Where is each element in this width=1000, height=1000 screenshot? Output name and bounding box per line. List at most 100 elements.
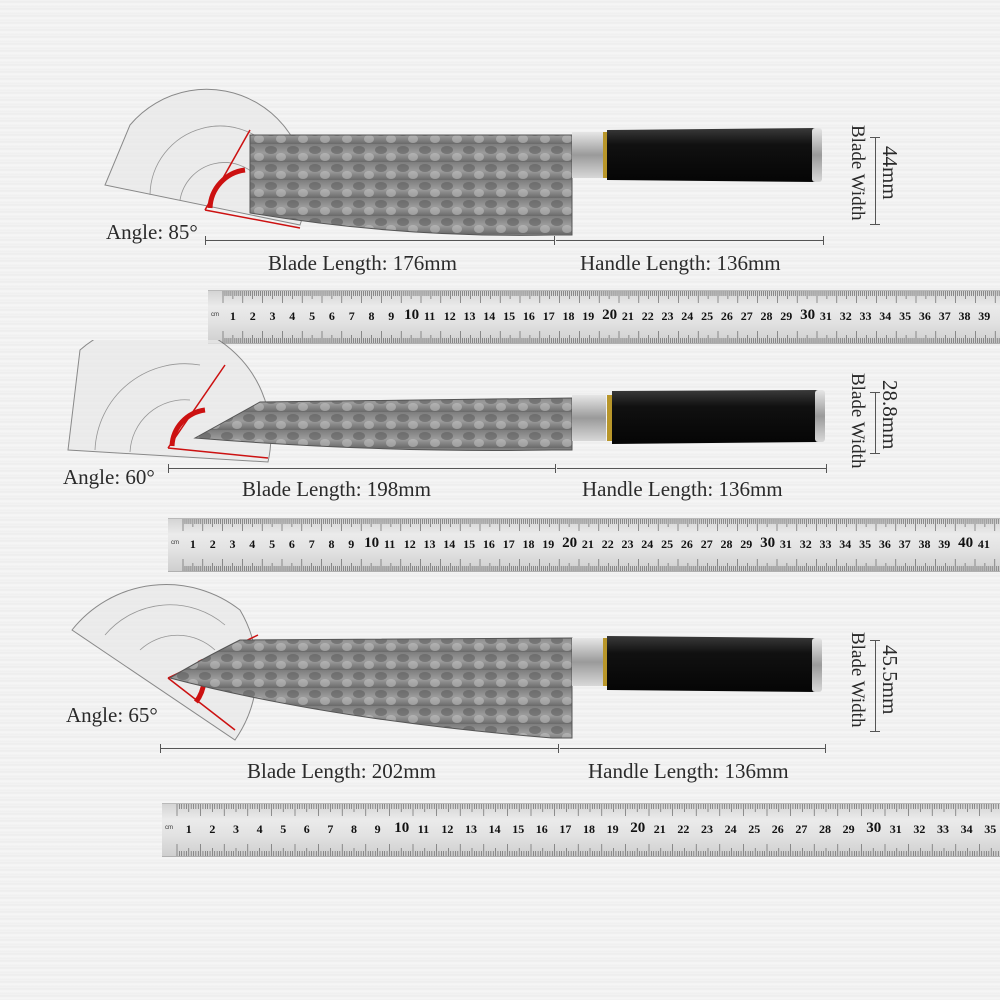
ruler-number: 14 <box>483 309 496 323</box>
ruler-number: 11 <box>417 822 430 836</box>
ruler-number: 3 <box>229 537 236 551</box>
ruler-number: 27 <box>700 537 713 551</box>
ruler-number: 26 <box>680 537 693 551</box>
angle-label-2: Angle: 60° <box>63 465 155 489</box>
protractor-3 <box>71 584 258 741</box>
ruler-number: 36 <box>878 537 891 551</box>
protractor-2 <box>67 340 272 463</box>
ruler-number: 9 <box>374 822 381 836</box>
ruler-number: 11 <box>383 537 396 551</box>
ruler-number: 19 <box>542 537 555 551</box>
ruler-number: 16 <box>535 822 548 836</box>
ruler-number: 28 <box>819 822 831 836</box>
ruler-number: 7 <box>348 309 355 323</box>
ruler-number: 8 <box>328 537 335 551</box>
ruler-number: 9 <box>388 309 395 323</box>
ruler-number: 22 <box>601 537 614 551</box>
blade-width-value-1: 44mm <box>878 146 902 200</box>
ruler-number: 4 <box>249 537 256 551</box>
ruler-number: 37 <box>938 309 951 323</box>
ruler-number: 31 <box>889 822 902 836</box>
ruler-number: 2 <box>249 309 256 323</box>
angle-label-3: Angle: 65° <box>66 703 158 727</box>
ruler-number: 30 <box>866 820 882 836</box>
ruler-number: 22 <box>677 822 690 836</box>
ruler-number: 18 <box>522 537 535 551</box>
ruler-number: 24 <box>681 309 694 323</box>
ruler-number: 40 <box>958 535 974 551</box>
blade-2 <box>193 397 573 451</box>
handle-3 <box>607 636 819 692</box>
handle-length-label-1: Handle Length: 136mm <box>580 251 781 275</box>
ruler-number: 18 <box>583 822 595 836</box>
handle-2 <box>612 390 822 444</box>
ruler-number: 32 <box>799 537 812 551</box>
ruler-number: 25 <box>748 822 761 836</box>
ruler-number: 1 <box>189 537 196 551</box>
ruler-number: 18 <box>562 309 575 323</box>
ruler-number: 25 <box>701 309 714 323</box>
handle-1 <box>607 128 819 182</box>
ruler-number: 34 <box>960 822 973 836</box>
ruler-number: 28 <box>720 537 733 551</box>
handle-length-label-3: Handle Length: 136mm <box>588 759 789 783</box>
ruler-number: 30 <box>760 535 776 551</box>
ruler-number: 5 <box>280 822 287 836</box>
blade-width-value-3: 45.5mm <box>878 645 902 715</box>
ruler-number: 31 <box>819 309 832 323</box>
ruler-number: 8 <box>351 822 357 836</box>
ruler-number: 3 <box>269 309 276 323</box>
ruler-number: 34 <box>879 309 892 323</box>
ruler-number: 23 <box>701 822 713 836</box>
ruler-number: 12 <box>441 822 454 836</box>
ruler-number: 16 <box>522 309 535 323</box>
ruler-number: 28 <box>760 309 773 323</box>
ruler-number: 33 <box>937 822 949 836</box>
ruler-number: 7 <box>308 537 315 551</box>
ruler-number: 17 <box>559 822 572 836</box>
ruler-number: 34 <box>839 537 852 551</box>
ruler-number: 10 <box>404 307 420 323</box>
blade-1 <box>249 134 573 236</box>
ruler-number: 6 <box>303 822 310 836</box>
ruler-number: 35 <box>984 822 997 836</box>
ruler-number: 32 <box>913 822 926 836</box>
ruler-ticks <box>176 804 999 856</box>
ruler-number: 17 <box>502 537 515 551</box>
ruler-number: 35 <box>859 537 872 551</box>
ruler-number: 12 <box>403 537 416 551</box>
ruler-number: 19 <box>606 822 619 836</box>
ruler-unit-label: cm <box>165 825 173 831</box>
ruler-number: 35 <box>899 309 912 323</box>
knife-2-image <box>67 340 825 463</box>
ruler-number: 1 <box>185 822 192 836</box>
ruler-number: 21 <box>653 822 666 836</box>
ruler-number: 24 <box>641 537 654 551</box>
ruler-number: 2 <box>209 537 216 551</box>
ruler-number: 26 <box>771 822 784 836</box>
ruler-number: 14 <box>443 537 456 551</box>
ruler-number: 6 <box>328 309 335 323</box>
ruler-number: 4 <box>256 822 263 836</box>
angle-label-1: Angle: 85° <box>106 220 198 244</box>
ruler-number: 16 <box>482 537 495 551</box>
ruler-ticks <box>182 519 1000 571</box>
blade-width-caption-3: Blade Width <box>847 632 868 728</box>
ruler-number: 33 <box>819 537 832 551</box>
ruler-number: 21 <box>581 537 594 551</box>
blade-length-label-1: Blade Length: 176mm <box>268 251 457 275</box>
ruler-unit-label: cm <box>171 540 179 546</box>
ruler-number: 39 <box>938 537 951 551</box>
ruler-number: 20 <box>630 820 646 836</box>
ruler-unit-label: cm <box>211 312 219 318</box>
ruler-number: 26 <box>720 309 733 323</box>
blade-width-caption-2: Blade Width <box>847 373 868 469</box>
blade-3 <box>168 637 573 739</box>
ruler-number: 29 <box>842 822 855 836</box>
ruler-number: 29 <box>780 309 793 323</box>
ruler-number: 37 <box>898 537 911 551</box>
ruler-number: 10 <box>394 820 410 836</box>
ruler-number: 27 <box>740 309 753 323</box>
